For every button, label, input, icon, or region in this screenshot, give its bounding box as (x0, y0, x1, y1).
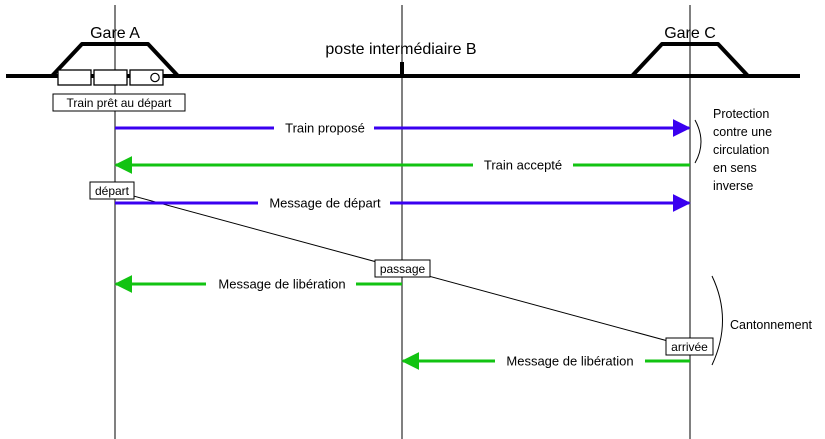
block-brace (711, 275, 723, 366)
tag-departure: départ (95, 184, 130, 198)
station-poste-b-label: poste intermédiaire B (325, 41, 476, 58)
message-departure-label: Message de départ (269, 196, 381, 211)
message-train-accepted-label: Train accepté (484, 158, 562, 173)
message-release-b-to-a-label: Message de libération (218, 277, 345, 292)
tag-passage: passage (380, 262, 426, 276)
tag-train-ready: Train prêt au départ (67, 96, 173, 110)
tag-departure-box (89, 181, 135, 200)
train-icon (57, 69, 164, 86)
protection-note: Protection contre une circulation en sen… (713, 107, 776, 193)
block-note: Cantonnement (730, 318, 813, 332)
tag-train-ready-box (52, 93, 186, 112)
tag-passage-box (374, 259, 431, 278)
message-train-proposed-label: Train proposé (285, 121, 365, 136)
protection-brace (694, 119, 702, 164)
message-release-c-to-b-label: Message de libération (506, 354, 633, 369)
station-gare-c-label: Gare C (664, 25, 716, 42)
tag-arrival-box (665, 337, 714, 356)
station-gare-a-label: Gare A (90, 25, 140, 42)
tag-arrival: arrivée (671, 340, 708, 354)
